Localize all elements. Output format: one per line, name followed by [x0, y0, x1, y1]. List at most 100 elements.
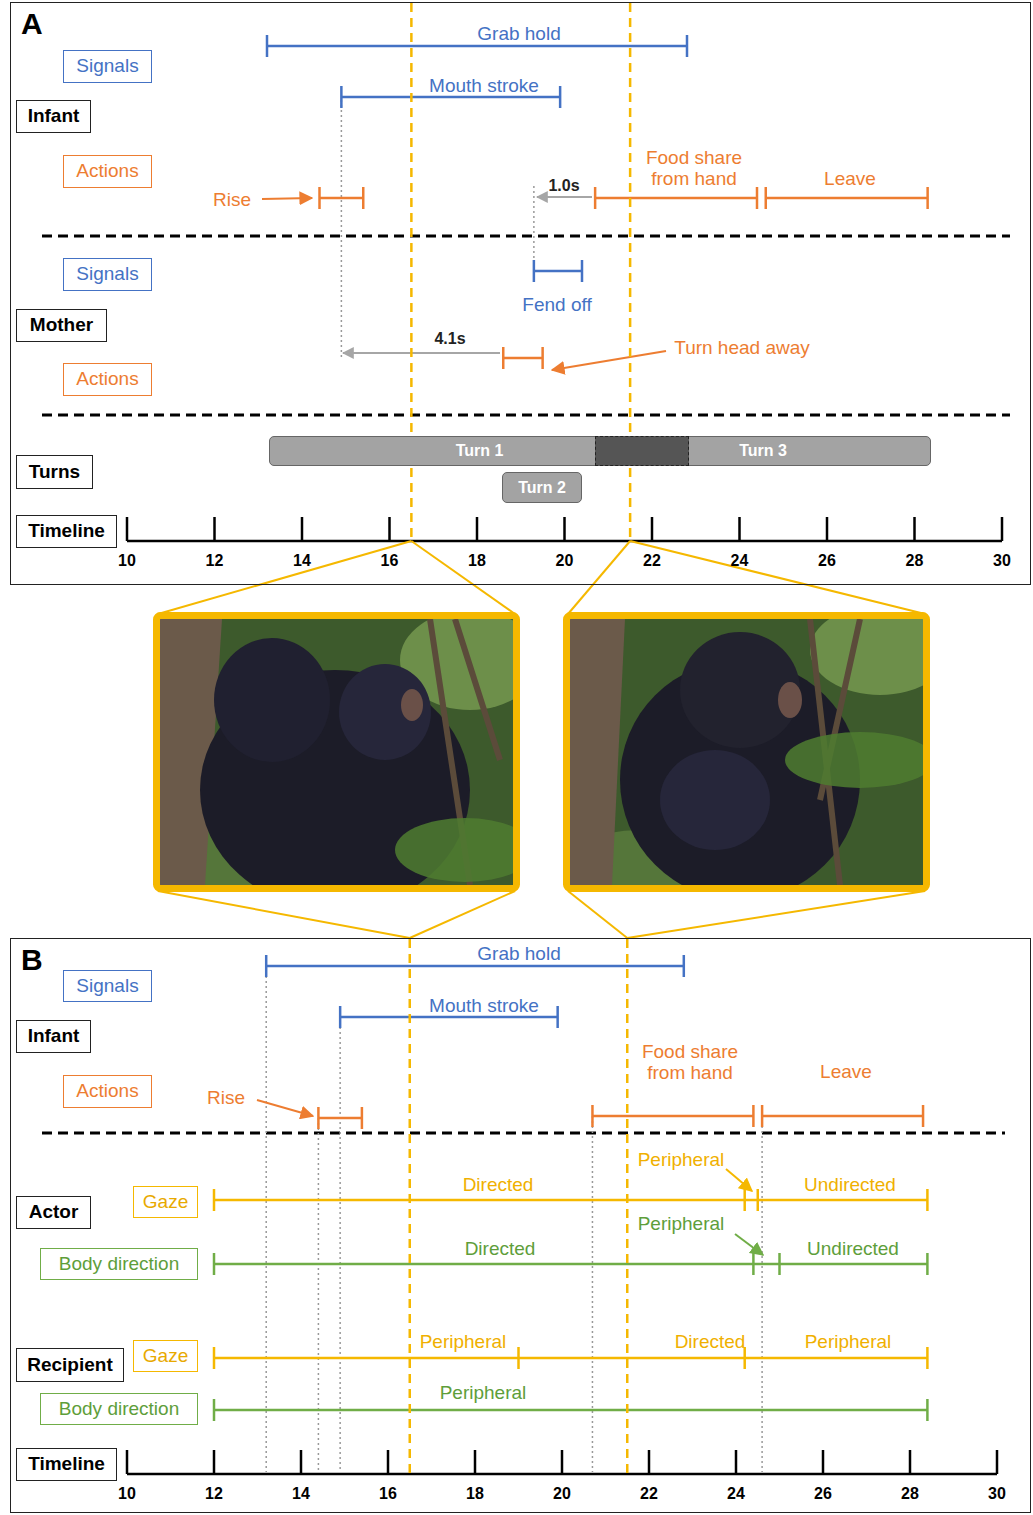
interval-cap [756, 187, 759, 209]
state-cap [213, 1347, 216, 1369]
interval-cap [502, 347, 505, 369]
node-label: Timeline [28, 1454, 105, 1475]
photo-frame [157, 616, 517, 889]
guide-line [265, 966, 267, 1472]
zoom-line [158, 541, 411, 614]
interval-cap [926, 187, 929, 209]
row-separator [42, 1132, 1005, 1135]
state-bar [214, 1199, 927, 1202]
node-label: Turn 3 [739, 442, 787, 460]
photo-left [160, 619, 513, 885]
frame-marker [626, 939, 629, 1478]
timeline-tick [996, 1450, 999, 1474]
event-label: Undirected [804, 1175, 896, 1196]
timeline-tick [301, 517, 304, 541]
event-label: Directed [675, 1332, 746, 1353]
timeline-tick [822, 1450, 825, 1474]
event-label: Peripheral [420, 1332, 507, 1353]
pointer-arrow [262, 198, 312, 199]
row-label-box: Timeline [16, 1448, 117, 1481]
tick-label: 14 [293, 552, 311, 570]
pointer-arrow [257, 1100, 313, 1116]
state-cap [213, 1189, 216, 1211]
node-label: A [21, 7, 43, 40]
node-label: Timeline [28, 521, 105, 542]
guide-line [533, 186, 535, 262]
event-label: Undirected [807, 1239, 899, 1260]
node-label: Turn 2 [518, 479, 566, 497]
photo-right [570, 619, 923, 885]
timeline-tick [826, 517, 829, 541]
timeline-tick [388, 517, 391, 541]
tick-label: 16 [381, 552, 399, 570]
zoom-line [411, 541, 515, 614]
interval-bar [266, 965, 684, 968]
interval-cap [266, 35, 269, 57]
row-label-box: Actions [63, 155, 152, 188]
tick-label: 24 [727, 1485, 745, 1503]
tick-label: 28 [906, 552, 924, 570]
frame-marker [409, 939, 412, 1478]
state-cap [517, 1347, 520, 1369]
interval-cap [683, 955, 686, 977]
node-label: Body direction [59, 1399, 179, 1420]
interval-bar [320, 197, 364, 200]
tick-label: 26 [818, 552, 836, 570]
state-cap [743, 1189, 746, 1211]
zoom-line [158, 891, 410, 938]
row-label-box: Infant [16, 100, 91, 133]
interval-bar [340, 1016, 558, 1019]
tick-label: 10 [118, 1485, 136, 1503]
state-bar [214, 1409, 927, 1412]
timeline-tick [648, 1450, 651, 1474]
row-label-box: Body direction [40, 1248, 198, 1280]
row-label-box: Timeline [16, 515, 117, 548]
chimp-ear [778, 682, 802, 718]
event-label: Grab hold [477, 944, 560, 965]
zoom-line [410, 891, 515, 938]
interval-cap [318, 187, 321, 209]
chimp-head [214, 638, 330, 762]
event-label: Peripheral [638, 1214, 725, 1235]
guide-line [339, 1017, 341, 1472]
timeline-tick [913, 517, 916, 541]
event-label: Peripheral [638, 1150, 725, 1171]
state-cap [213, 1399, 216, 1421]
state-cap [926, 1253, 929, 1275]
interval-bar [318, 1117, 362, 1120]
node-label: Infant [28, 106, 80, 127]
node-label: Body direction [59, 1254, 179, 1275]
interval-cap [362, 187, 365, 209]
interval-cap [765, 187, 768, 209]
interval-cap [922, 1105, 925, 1127]
row-separator [42, 414, 1010, 417]
infant-head [339, 664, 431, 760]
interval-bar [766, 197, 928, 200]
row-label-box: Gaze [133, 1186, 198, 1218]
node-label: Turn 1 [456, 442, 504, 460]
gap-label: 4.1s [434, 330, 465, 348]
interval-cap [317, 1107, 320, 1129]
node-label: Signals [76, 264, 138, 285]
row-label-box: Body direction [40, 1393, 198, 1425]
timeline-tick [563, 517, 566, 541]
tick-label: 30 [993, 552, 1011, 570]
state-cap [926, 1399, 929, 1421]
row-label-box: Actor [16, 1196, 91, 1229]
node-label: Recipient [27, 1355, 113, 1376]
event-label: Directed [463, 1175, 534, 1196]
node-label: Infant [28, 1026, 80, 1047]
interval-bar [595, 197, 757, 200]
foliage [810, 619, 923, 695]
state-cap [926, 1189, 929, 1211]
node-label: Signals [76, 976, 138, 997]
event-label: Grab hold [477, 24, 560, 45]
timeline-tick [387, 1450, 390, 1474]
infant-body [660, 750, 770, 850]
event-label: Leave [824, 169, 876, 190]
tick-label: 28 [901, 1485, 919, 1503]
tick-label: 30 [988, 1485, 1006, 1503]
row-label-box: Signals [63, 970, 152, 1002]
row-separator [42, 235, 1010, 238]
